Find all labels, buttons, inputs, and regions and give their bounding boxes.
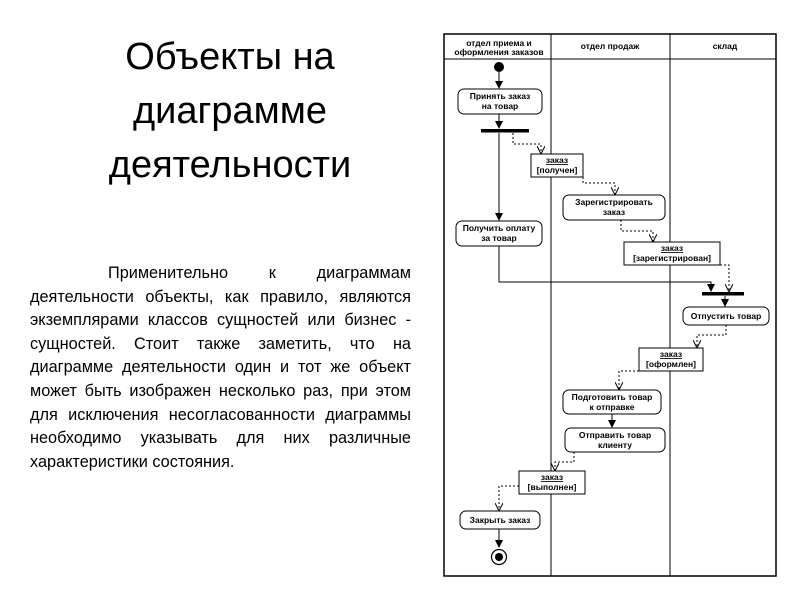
activity-register [562, 194, 666, 221]
lane-warehouse-label: склад [713, 41, 738, 51]
activity-diagram: отдел приема и оформления заказов отдел … [443, 33, 778, 583]
title-line-1: Объекты на [125, 36, 335, 78]
flow-obj-done-close [499, 485, 519, 510]
body-text: Применительно к диаграммам деятельности … [30, 264, 411, 471]
activity-prepare-line-1: Подготовить товар [572, 392, 653, 402]
activity-accept-line-2: на товар [482, 101, 519, 111]
activity-close-line-1: Закрыть заказ [470, 515, 531, 525]
fork-bar-1 [481, 129, 529, 133]
flow-obj-registered-join [720, 264, 729, 291]
activity-payment-line-1: Получить оплату [463, 223, 536, 233]
activity-release-line-1: Отпустить товар [691, 311, 762, 321]
slide-title: Объекты на диаграмме деятельности [20, 30, 440, 192]
object-registered-line-1: заказ [661, 243, 683, 253]
object-formed-line-2: [оформлен] [646, 359, 696, 369]
activity-diagram-svg: отдел приема и оформления заказов отдел … [443, 33, 777, 577]
flow-obj-formed-prepare [619, 370, 639, 389]
lane-sales-label: отдел продаж [581, 41, 640, 51]
object-done [518, 470, 586, 495]
activity-prepare-line-2: к отправке [589, 402, 634, 412]
object-registered [623, 241, 721, 266]
diagram-frame [443, 33, 777, 577]
title-line-2: диаграмме [132, 90, 328, 132]
activity-register-line-2: заказ [603, 207, 625, 217]
flow-release-obj-formed [697, 325, 727, 347]
object-done-line-2: [выполнен] [528, 482, 577, 492]
object-received-line-1: заказ [546, 155, 568, 165]
flow-send-obj-done [555, 452, 575, 470]
object-done-line-1: заказ [541, 472, 563, 482]
object-received-line-2: [получен] [537, 165, 578, 175]
activity-send-line-1: Отправить товар [579, 430, 651, 440]
flow-payment-join [498, 246, 715, 292]
activity-payment-line-2: за товар [481, 233, 516, 243]
activity-send [564, 427, 666, 453]
activity-send-line-2: клиенту [598, 440, 632, 450]
fork-bar-2 [702, 292, 744, 296]
lane-reception-label-2: оформления заказов [454, 47, 543, 57]
object-received [530, 153, 584, 178]
lane-reception-label-1: отдел приема и [466, 38, 532, 48]
flow-obj-received-register [582, 177, 615, 194]
initial-node [494, 62, 504, 72]
activity-register-line-1: Зарегистрировать [575, 197, 653, 207]
activity-accept [457, 88, 543, 115]
object-formed-line-1: заказ [660, 349, 682, 359]
activity-accept-line-1: Принять заказ [470, 91, 531, 101]
flow-register-obj-registered [620, 220, 653, 241]
object-registered-line-2: [зарегистрирован] [633, 253, 711, 263]
final-node-inner [495, 553, 503, 561]
flow-fork-obj-received [512, 133, 541, 153]
object-formed [638, 347, 704, 372]
title-line-3: деятельности [108, 144, 352, 186]
activity-close [459, 510, 541, 530]
